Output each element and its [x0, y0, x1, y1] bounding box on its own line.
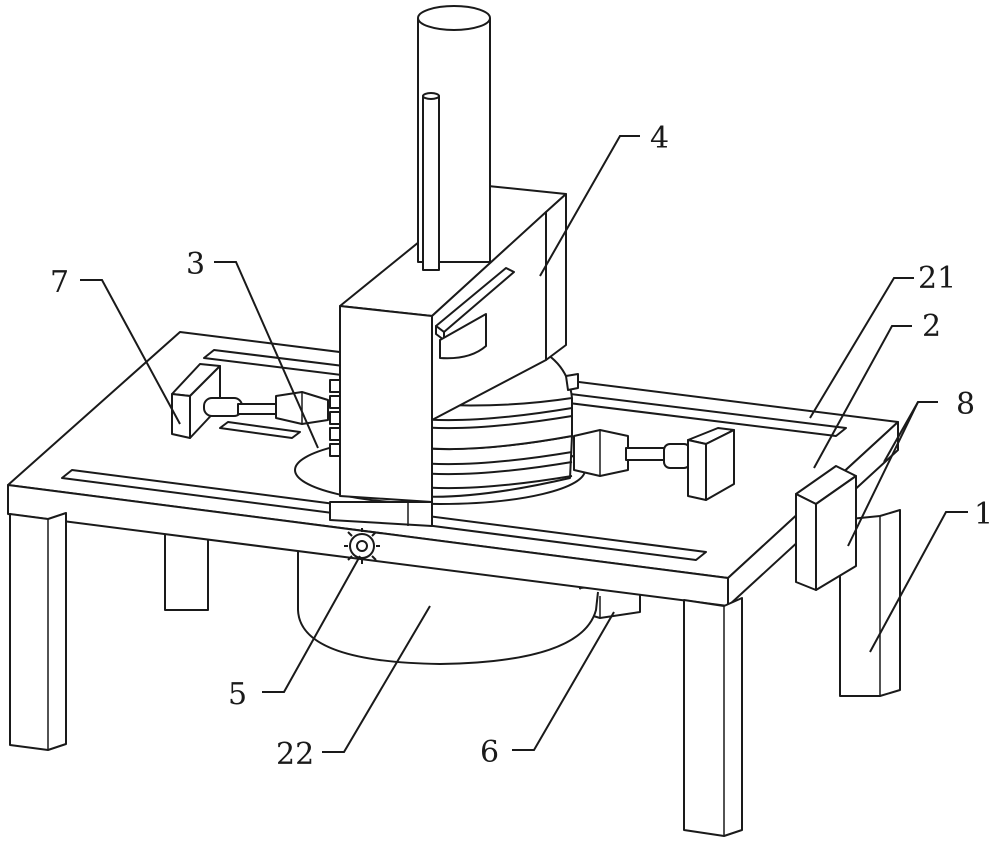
back-leg-left	[164, 527, 209, 611]
label-2: 2	[922, 309, 941, 344]
front-leg-left	[9, 512, 67, 751]
label-3: 3	[186, 247, 205, 282]
label-6: 6	[480, 735, 499, 770]
label-8: 5	[228, 677, 247, 712]
label-1: 1	[974, 497, 993, 532]
vertical-rod	[422, 92, 440, 271]
leader-lines	[80, 135, 968, 753]
part-labels: 7 3 4 21 2 8 1 5 22 6	[50, 121, 993, 772]
control-box-part	[795, 465, 857, 591]
label-4: 4	[650, 121, 669, 156]
rotating-drum-part	[297, 548, 599, 665]
guide-slot-mid-left	[219, 421, 301, 439]
drive-gear-part	[344, 528, 380, 564]
gear-teeth-left	[329, 379, 341, 457]
label-21: 21	[918, 261, 956, 296]
label-22: 22	[276, 737, 314, 772]
label-5: 7	[50, 265, 69, 300]
clamp-cylinder-right	[573, 427, 735, 501]
label-7: 8	[956, 387, 975, 422]
front-leg-right	[683, 597, 743, 837]
clamp-cylinder-left	[171, 363, 329, 439]
